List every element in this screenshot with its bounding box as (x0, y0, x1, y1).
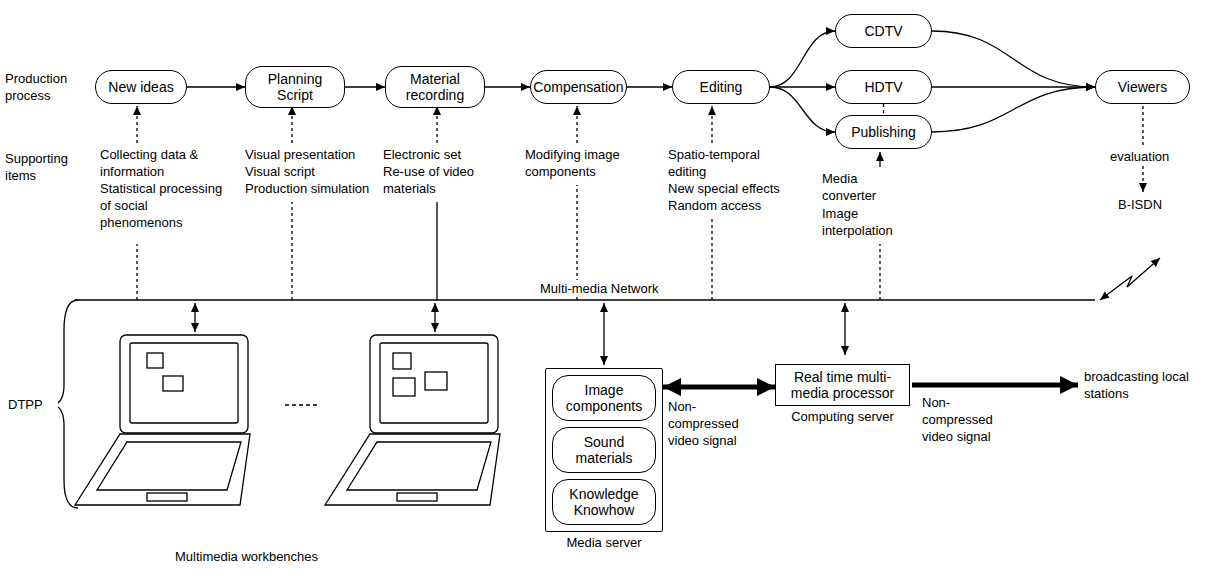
process-box: Compensation (530, 70, 627, 104)
signal-arrow (663, 385, 775, 390)
support-note: Re-use of video materials (383, 163, 483, 197)
flow-arrow (627, 86, 672, 87)
node-heading: Computing server (756, 410, 929, 425)
node-text: Planning Script (256, 71, 334, 103)
node-text: Real time multi-media processor (786, 369, 899, 401)
support-leaders (137, 106, 1143, 300)
flow-arrow (770, 87, 835, 132)
destination-label: broadcasting local stations (1084, 368, 1204, 402)
process-box: New ideas (95, 70, 187, 104)
media-store: Image components (552, 375, 656, 421)
node-heading: Media server (526, 536, 682, 551)
flow-arrow (770, 31, 835, 87)
computing-server: Real time multi-media processorComputing… (775, 364, 910, 406)
support-note: evaluation (1110, 148, 1190, 165)
node-text: Viewers (1118, 79, 1168, 95)
media-store: Knowledge Knowhow (552, 479, 656, 525)
media-store: Sound materials (552, 427, 656, 473)
support-note: Spatio-temporal editing (668, 146, 788, 180)
connectors (187, 31, 1095, 387)
signal-label: Non-compressed video signal (922, 394, 997, 445)
wireless-link (1100, 258, 1160, 300)
group-caption: Multimedia workbenches (175, 548, 375, 565)
ellipsis-dashes (285, 404, 318, 405)
support-note: Modifying image components (525, 146, 635, 180)
flow-arrow (770, 86, 835, 87)
support-note: Collecting data & information (100, 146, 220, 180)
network-name: Multi-media Network (540, 280, 700, 297)
support-note: Electronic set (383, 146, 493, 163)
output-arrow (912, 383, 1078, 388)
row-heading: Supporting items (5, 150, 85, 184)
node-text: CDTV (864, 23, 902, 39)
flow-arrow (932, 86, 1095, 87)
process-box: Planning Script (245, 66, 345, 108)
bus-tap (844, 303, 845, 355)
dashed-link (883, 104, 884, 115)
support-note: New special effects (668, 180, 798, 197)
process-box: Material recording (385, 66, 485, 108)
flow-arrow (932, 87, 1095, 132)
node-text: Editing (700, 79, 743, 95)
illustration (54, 106, 1160, 508)
support-note: Random access (668, 197, 798, 214)
node-text: Material recording (396, 71, 474, 103)
support-note: Image interpolation (822, 205, 912, 239)
row-heading: Production process (5, 70, 85, 104)
flow-arrow (485, 86, 530, 87)
node-text: HDTV (864, 79, 902, 95)
support-note: Visual script (245, 163, 385, 180)
laptop-icon (325, 335, 500, 505)
node-text: Publishing (851, 124, 916, 140)
laptop-icon (75, 335, 250, 505)
output-box: CDTV (835, 14, 932, 48)
network-name: B-ISDN (1118, 196, 1188, 213)
network-bus (75, 299, 1095, 300)
signal-label: Non-compressed video signal (668, 398, 746, 449)
bus-tap (603, 303, 604, 365)
support-note: Production simulation (245, 180, 385, 197)
system-name: DTPP (8, 396, 58, 413)
media-server: Media serverImage componentsSound materi… (545, 368, 663, 532)
node-text: Sound materials (559, 434, 649, 466)
output-box: Publishing (835, 115, 932, 149)
support-note: Visual presentation (245, 146, 385, 163)
flow-arrow (187, 86, 245, 87)
support-note: Statistical processing of social phenome… (100, 180, 230, 231)
node-text: Image components (559, 382, 649, 414)
node-text: Compensation (533, 79, 623, 95)
bus-tap (194, 303, 195, 332)
node-text: New ideas (108, 79, 173, 95)
viewer-box: Viewers (1095, 70, 1190, 104)
node-text: Knowledge Knowhow (559, 486, 649, 518)
support-note: Media converter (822, 170, 897, 204)
output-box: HDTV (835, 70, 932, 104)
process-box: Editing (672, 70, 770, 104)
bus-tap (434, 303, 435, 332)
flow-arrow (932, 31, 1095, 87)
flow-arrow (345, 86, 385, 87)
